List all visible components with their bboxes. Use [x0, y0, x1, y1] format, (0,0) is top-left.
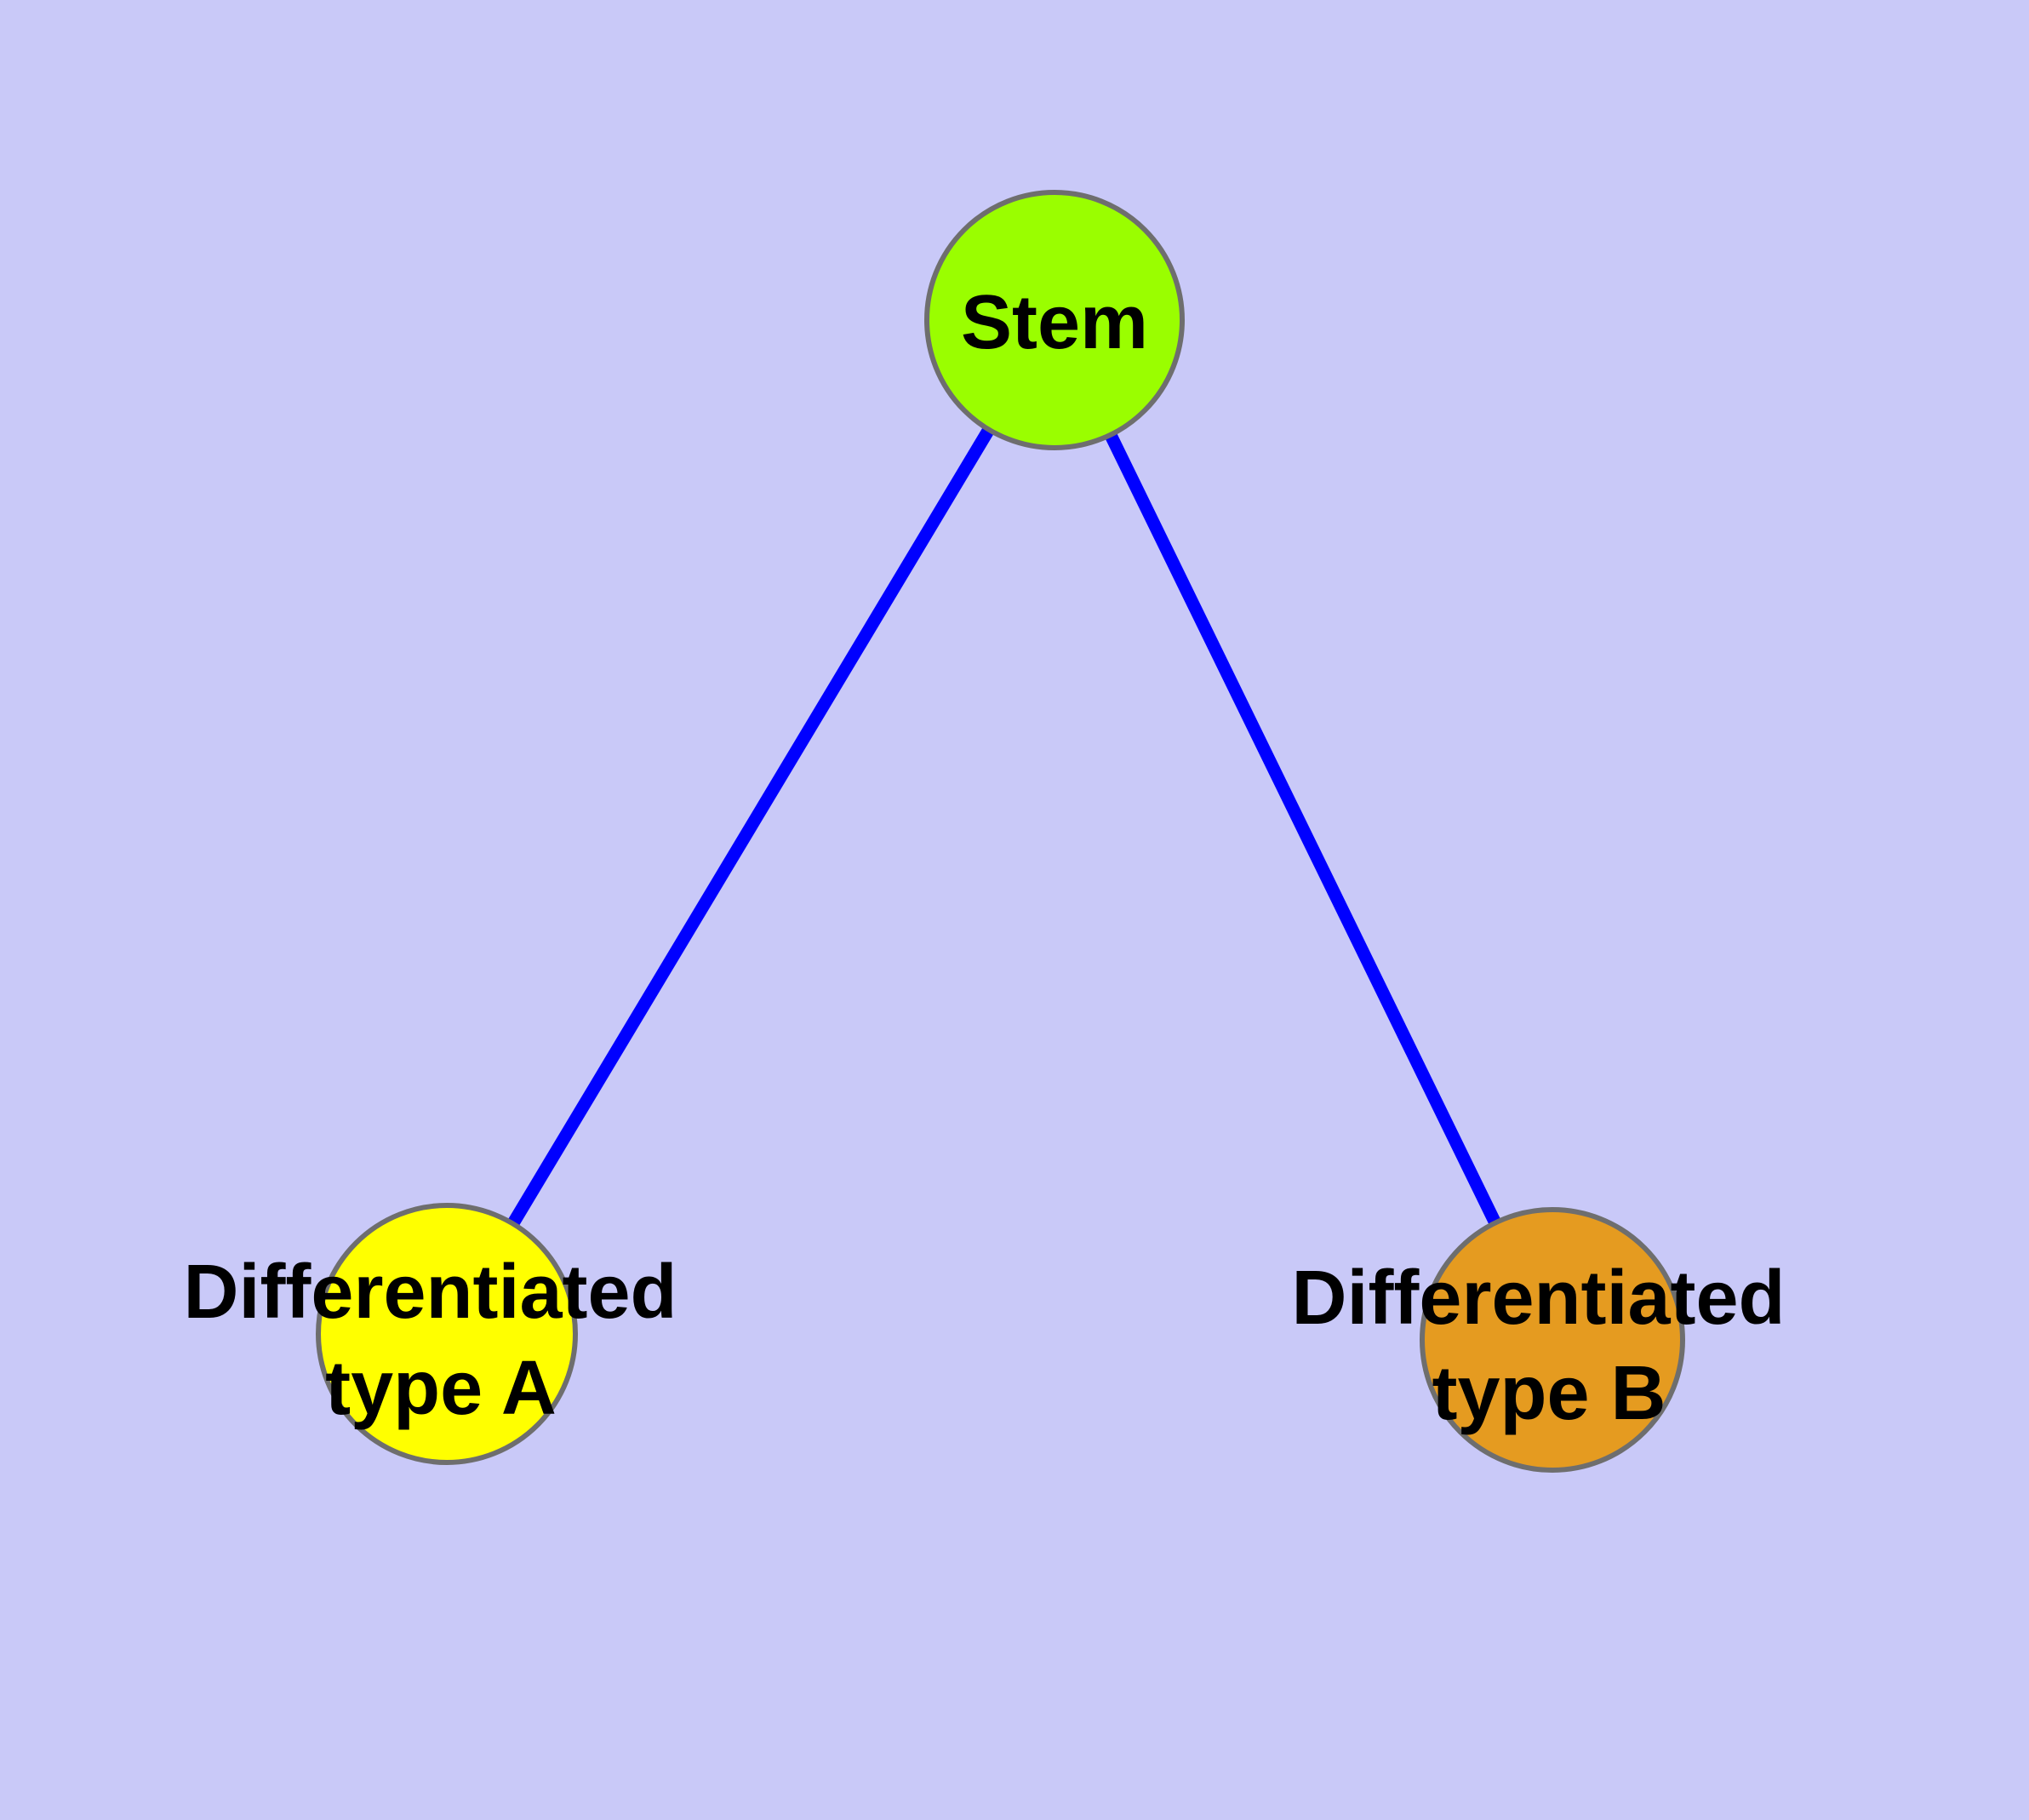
node-differentiated-type-b: Differentiated type B	[1291, 1207, 1806, 1473]
edge-stem-to-typeA	[441, 317, 1060, 1337]
typeB-node-circle	[1420, 1207, 1685, 1473]
typeA-node-label-line2: type A	[325, 1346, 557, 1431]
typeA-node-circle	[316, 1203, 578, 1465]
stem-node-circle	[924, 190, 1185, 450]
edge-group	[441, 317, 1558, 1343]
typeB-node-label: Differentiated type B	[1291, 1256, 1806, 1436]
edge-stem-to-typeB	[1049, 317, 1558, 1343]
typeA-node-label: Differentiated type A	[183, 1250, 698, 1431]
stem-node-label: Stem	[961, 280, 1148, 365]
node-stem: Stem	[924, 190, 1185, 450]
typeB-node-label-line2: type B	[1432, 1351, 1666, 1436]
typeB-node-label-line1: Differentiated	[1291, 1256, 1785, 1341]
typeA-node-label-line1: Differentiated	[183, 1250, 677, 1335]
node-differentiated-type-a: Differentiated type A	[183, 1203, 698, 1465]
